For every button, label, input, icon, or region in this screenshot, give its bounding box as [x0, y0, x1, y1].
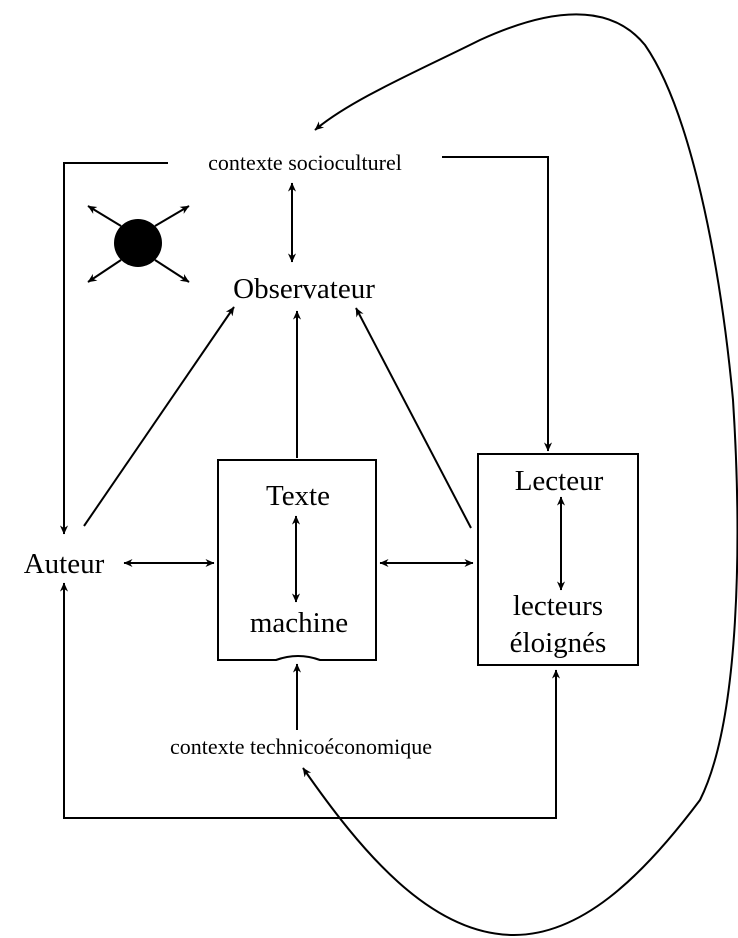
bottom-loop-to-auteur-line [59, 582, 297, 819]
texte-label: Texte [266, 480, 330, 512]
observer-dot [114, 219, 162, 267]
contexte-technicoeconomique-label: contexte technicoéconomique [170, 734, 432, 759]
contexte-socioculturel-label: contexte socioculturel [208, 150, 402, 175]
lecteur-box [477, 453, 639, 666]
lecteur-label: Lecteur [515, 465, 604, 497]
auteur-label: Auteur [24, 548, 105, 580]
bottom-loop-to-lecteur-line [297, 669, 561, 819]
auteur-to-observateur-arrow [83, 306, 235, 527]
texte-machine-box [217, 459, 377, 661]
machine-label: machine [250, 607, 348, 639]
outer-feedback-loop [302, 13, 738, 937]
socioculturel-to-auteur-line [59, 162, 168, 535]
lecteurs-label: lecteurs [513, 590, 603, 622]
observateur-label: Observateur [233, 273, 375, 305]
eloignes-label: éloignés [510, 627, 607, 659]
lecteur-to-observateur-arrow [355, 307, 472, 529]
socioculturel-to-lecteur-line [442, 156, 553, 452]
observer-symbol-icon [87, 205, 190, 283]
